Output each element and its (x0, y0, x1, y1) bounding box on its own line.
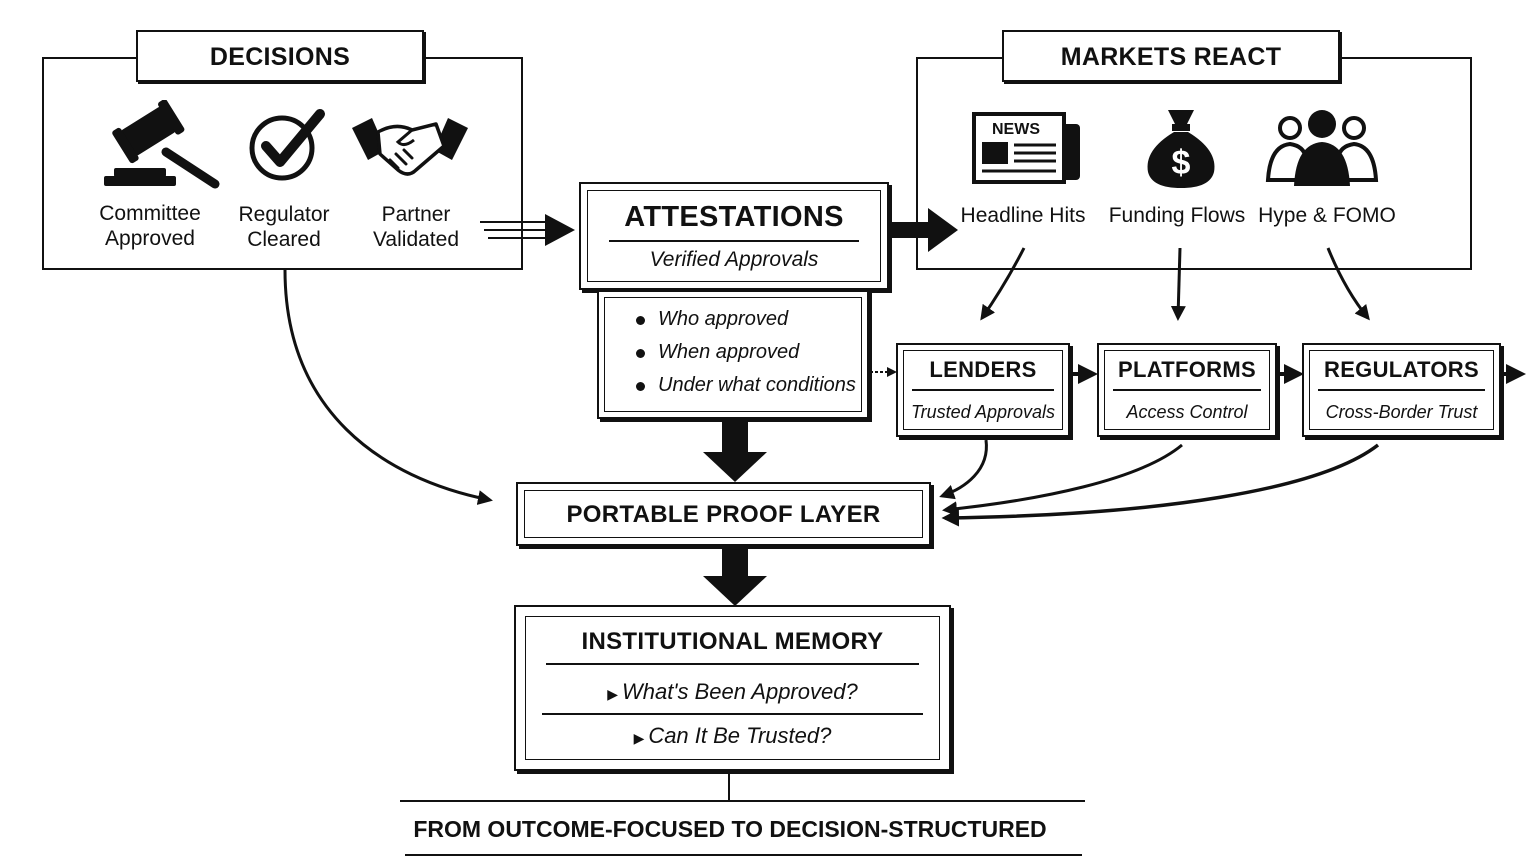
criteria-item: When approved (636, 336, 856, 369)
decision-label-partner: Partner Validated (372, 203, 459, 251)
criteria-item: Under what conditions (636, 369, 856, 402)
decision-label-committee: Committee Approved (99, 202, 201, 250)
attestations-to-proof-arrow (703, 420, 767, 482)
regulators-to-proof-arrow (941, 443, 1380, 527)
checkmark-icon (246, 108, 328, 184)
crowd-icon (1264, 108, 1380, 190)
attestations-subtitle: Verified Approvals (649, 248, 819, 271)
market-label-hype: Hype & FOMO (1258, 204, 1396, 227)
decision-label-regulator: Regulator Cleared (238, 203, 330, 251)
funding-to-platforms-arrow (1170, 247, 1186, 321)
memory-question-approved: ▶ What's Been Approved? (607, 679, 858, 704)
markets-title: MARKETS REACT (1060, 43, 1282, 71)
regulators-box: REGULATORS Cross-Border Trust (1302, 343, 1501, 437)
footer-caption: FROM OUTCOME-FOCUSED TO DECISION-STRUCTU… (413, 816, 1047, 842)
proof-to-memory-arrow (703, 548, 767, 606)
platforms-subtitle: Access Control (1126, 402, 1248, 422)
attestations-criteria-list: Who approved When approved Under what co… (636, 303, 856, 402)
decisions-title: DECISIONS (209, 43, 351, 71)
triangle-bullet-icon: ▶ (633, 730, 649, 746)
headline-to-lenders-arrow (980, 247, 1026, 321)
memory-question-trusted: ▶ Can It Be Trusted? (633, 723, 832, 748)
gavel-icon (100, 99, 222, 190)
lenders-box: LENDERS Trusted Approvals (896, 343, 1070, 437)
decisions-to-attestations-arrow (480, 214, 575, 246)
platforms-title: PLATFORMS (1118, 357, 1256, 382)
lenders-title: LENDERS (929, 357, 1037, 382)
institutional-memory-box: INSTITUTIONAL MEMORY ▶ What's Been Appro… (514, 605, 951, 771)
news-text: NEWS (992, 121, 1040, 138)
platforms-box: PLATFORMS Access Control (1097, 343, 1277, 437)
regulators-title: REGULATORS (1324, 357, 1479, 382)
regulators-subtitle: Cross-Border Trust (1325, 402, 1478, 422)
memory-title: INSTITUTIONAL MEMORY (581, 628, 884, 655)
newspaper-icon: NEWS (970, 110, 1086, 186)
attestations-to-markets-arrow (890, 208, 958, 252)
money-bag-symbol: $ (1172, 144, 1191, 182)
triangle-bullet-icon: ▶ (607, 686, 622, 702)
attestations-box: ATTESTATIONS Verified Approvals (579, 182, 889, 290)
proof-layer-box: PORTABLE PROOF LAYER (516, 482, 931, 546)
lenders-subtitle: Trusted Approvals (910, 402, 1056, 422)
decisions-to-proof-arrow (283, 269, 493, 505)
money-bag-icon: $ (1140, 106, 1222, 190)
lenders-to-proof-arrow (939, 439, 988, 500)
criteria-item: Who approved (636, 303, 856, 336)
attestations-title: ATTESTATIONS (624, 201, 844, 233)
platforms-to-proof-arrow (942, 443, 1183, 517)
hype-to-regulators-arrow (1326, 247, 1370, 321)
proof-layer-title: PORTABLE PROOF LAYER (566, 501, 881, 528)
market-label-headline: Headline Hits (960, 204, 1086, 227)
market-label-funding: Funding Flows (1108, 204, 1246, 227)
decisions-header: DECISIONS (136, 30, 424, 82)
markets-header: MARKETS REACT (1002, 30, 1340, 82)
handshake-icon (350, 110, 470, 186)
